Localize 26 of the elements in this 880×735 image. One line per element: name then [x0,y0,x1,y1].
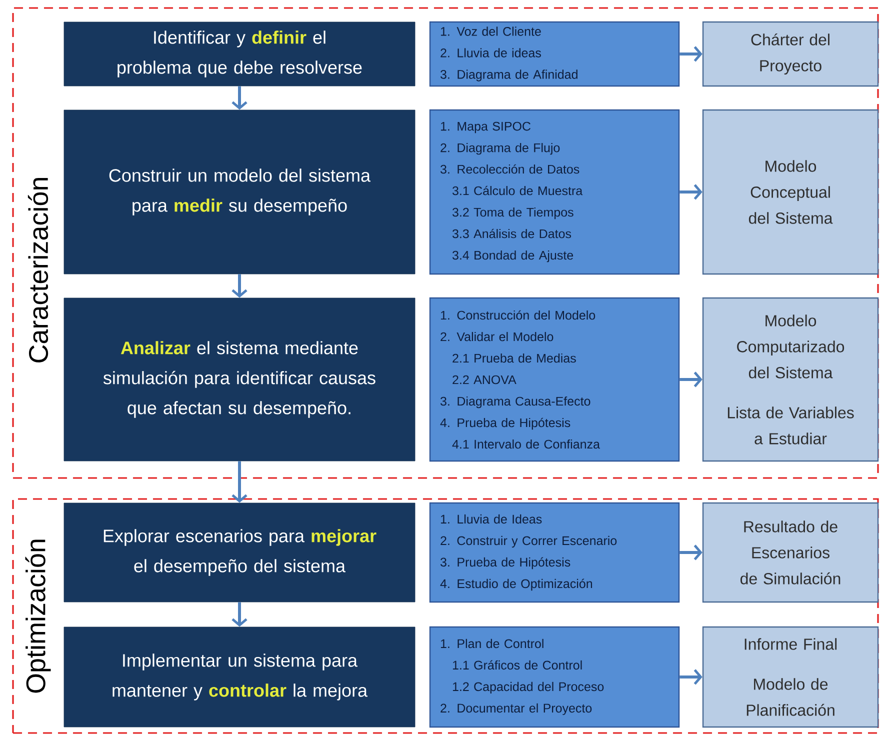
arrow [680,669,702,685]
output-box: Resultado de Escenarios de Simulación [702,502,879,603]
tools-box: 1. Lluvia de Ideas 2. Construir y Correr Escenario 3. Prueba de Hipótesis 4. Estudio de Optimización [429,502,680,603]
output-box: Modelo Conceptual del Sistema [702,109,879,275]
arrow [232,461,248,503]
arrow [680,372,702,388]
step-box: Implementar un sistema para mantener y controlar la mejora [64,626,416,728]
tools-box: 1. Voz del Cliente 2. Lluvia de ideas 3. Diagrama de Afinidad [429,21,680,87]
tools-box: 1. Mapa SIPOC 2. Diagrama de Flujo 3. Recolección de Datos 3.1 Cálculo de Muestra 3.2 Toma de Tiempos 3.3 Análisis de Datos 3.4 Bondad de Ajuste [429,109,680,275]
arrow [232,86,248,110]
section-label: Caracterización [28,178,48,362]
arrow [232,602,248,627]
output-box: Informe Final Modelo de Planificación [702,626,879,728]
tools-box: 1. Construcción del Modelo 2. Validar el Modelo 2.1 Prueba de Medias 2.2 ANOVA 3. Diagrama Causa-Efecto 4. Prueba de Hipótesis 4.1 Intervalo de Confianza [429,297,680,462]
step-box: Construir un modelo del sistema para medir su desempeño [64,110,416,274]
output-box: Chárter del Proyecto [702,21,879,87]
section-label: Optimización [25,540,51,693]
tools-box: 1. Plan de Control 1.1 Gráficos de Control 1.2 Capacidad del Proceso 2. Documentar el Proyecto [429,626,680,728]
arrow [680,184,702,200]
arrow [680,544,702,560]
output-box: Modelo Computarizado del Sistema Lista de Variables a Estudiar [702,297,879,462]
arrow [232,274,248,298]
step-box: Explorar escenarios para mejorar el desempeño del sistema [64,502,416,602]
step-box: Identificar y definir el problema que debe resolverse [64,22,416,86]
step-box: Analizar el sistema mediante simulación para identificar causas que afectan su desempeño. [64,298,416,462]
arrow [680,46,702,62]
